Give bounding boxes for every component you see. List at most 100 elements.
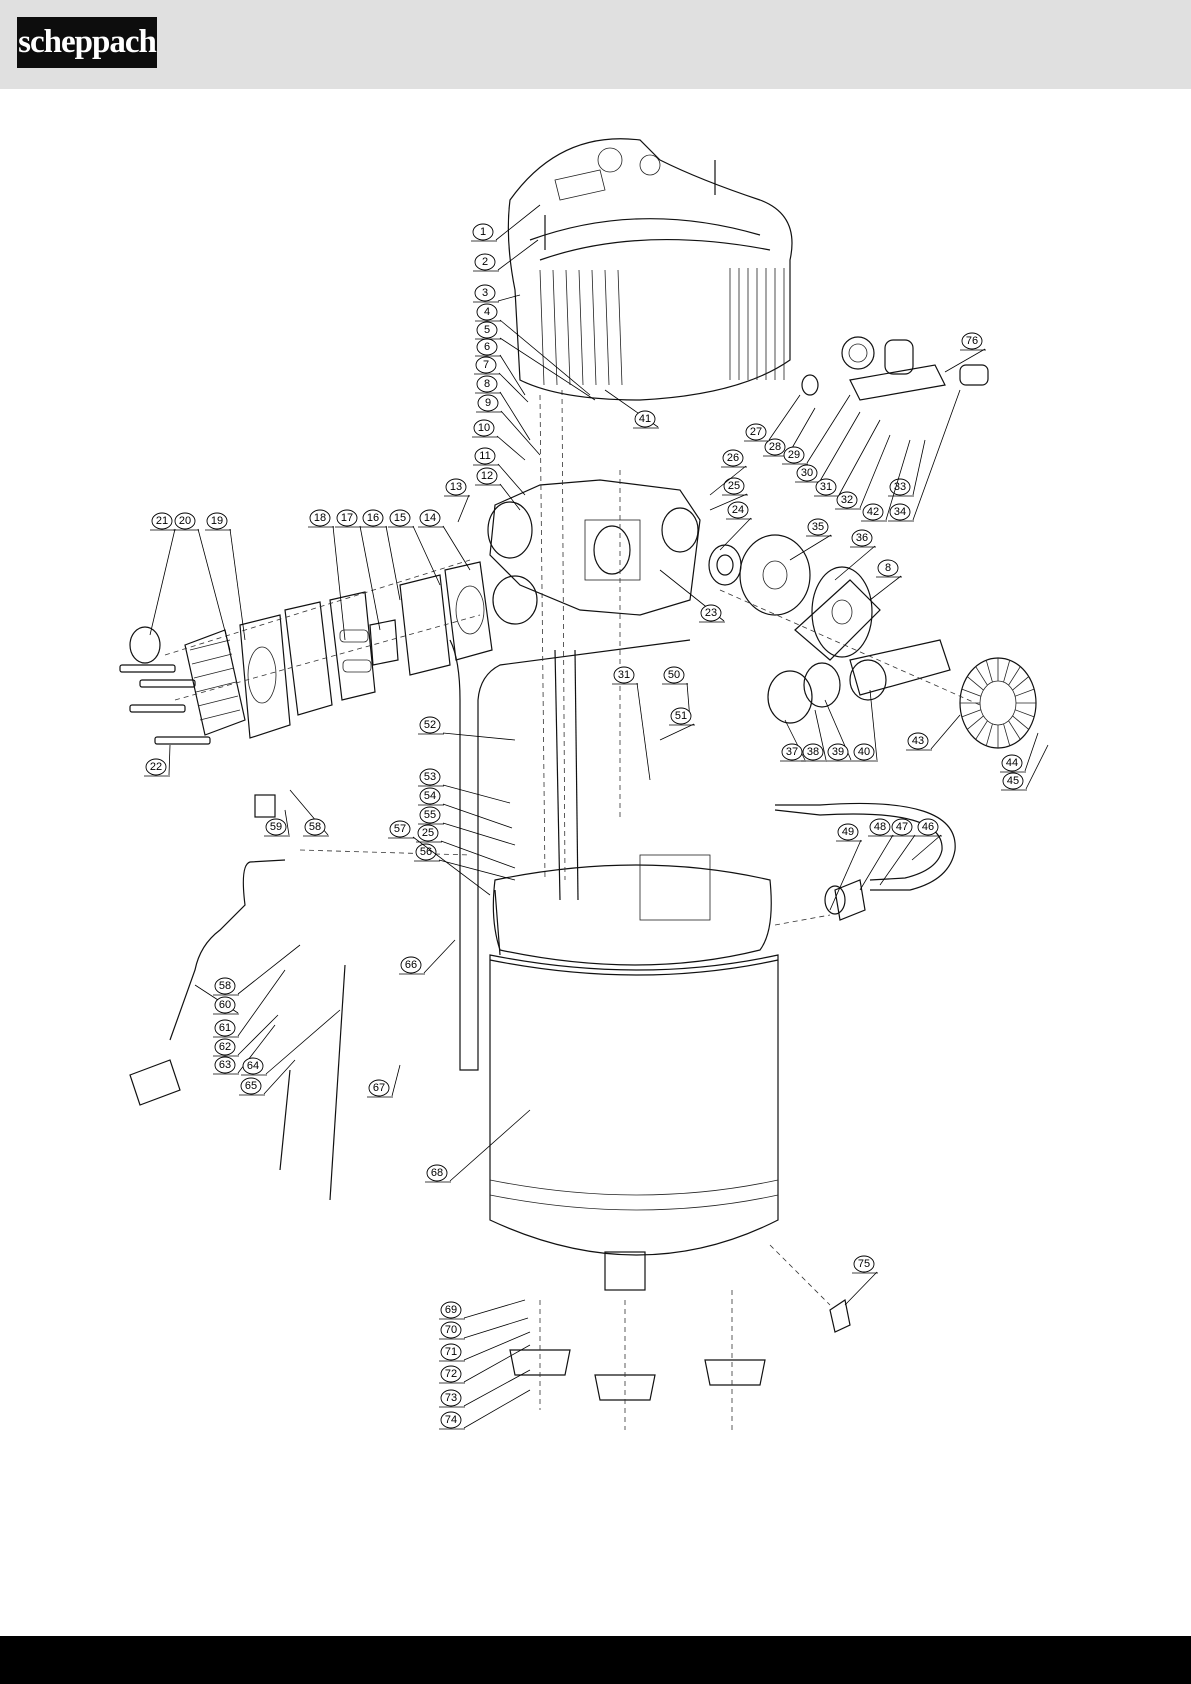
callout-label: 69 [445,1304,457,1316]
callout-label: 6 [484,341,490,353]
callout-label: 17 [341,512,353,524]
callout-leader [720,518,751,550]
callout-label: 47 [896,821,908,833]
callout-leader [266,1010,340,1074]
callout-leader [458,495,469,522]
callout-label: 24 [732,504,744,516]
callout-leader [912,835,941,860]
callout-label: 1 [480,226,486,238]
callout-39: 39 [825,700,852,761]
callout-14: 14 [418,510,470,570]
callout-leader [238,945,300,994]
air-tank [490,955,778,1290]
callout-3: 3 [473,285,520,302]
callout-label: 20 [179,515,191,527]
rubber-feet [510,1350,765,1400]
callout-label: 58 [219,980,231,992]
callout-label: 7 [483,359,489,371]
callout-leader [424,940,455,973]
callout-label: 25 [422,827,434,839]
callout-44: 44 [1000,733,1038,772]
callout-leader [464,1370,530,1406]
callout-leader [464,1318,528,1338]
callout-label: 9 [485,397,491,409]
callout-label: 34 [894,506,906,518]
callout-label: 37 [786,746,798,758]
callout-leader [820,412,860,481]
callout-leader [230,529,245,640]
motor-housing [488,480,741,615]
callout-label: 75 [858,1258,870,1270]
callout-label: 31 [820,481,832,493]
callout-leader [870,576,901,600]
callout-58: 58 [290,790,329,836]
callout-leader [443,823,515,845]
callout-label: 23 [705,607,717,619]
callout-leader [637,683,650,780]
callout-label: 56 [420,846,432,858]
callout-31: 31 [814,420,880,496]
callout-leader [913,390,960,520]
callout-leader [285,810,289,835]
callout-label: 64 [247,1060,259,1072]
callout-leader [860,835,893,890]
callout-label: 68 [431,1167,443,1179]
callout-leader [443,733,515,740]
callout-label: 28 [769,441,781,453]
callout-label: 40 [858,746,870,758]
page-footer [0,1636,1191,1684]
callout-label: 19 [211,515,223,527]
callout-label: 54 [424,790,436,802]
callout-label: 55 [424,809,436,821]
callout-label: 73 [445,1392,457,1404]
callout-label: 62 [219,1041,231,1053]
callout-label: 53 [424,771,436,783]
callout-leader [464,1345,530,1382]
callout-label: 21 [156,515,168,527]
outlet-hose [775,803,955,1332]
callout-52: 52 [418,717,515,740]
callout-label: 43 [912,735,924,747]
callout-leader [1026,745,1048,789]
callout-leader [500,320,590,395]
callout-label: 13 [450,481,462,493]
part-number-callouts: 1234567891011121314151617181920212223242… [144,205,1048,1429]
assembly-guide-lines [165,390,980,1430]
callout-leader [333,526,345,640]
callout-label: 29 [788,449,800,461]
callout-label: 76 [966,335,978,347]
callout-37: 37 [780,720,806,761]
callout-label: 25 [728,480,740,492]
callout-label: 27 [750,426,762,438]
top-cover [508,139,792,400]
callout-33: 33 [888,440,925,496]
callout-label: 2 [482,256,488,268]
callout-label: 22 [150,761,162,773]
callout-leader [198,529,230,650]
callout-36: 36 [835,530,876,580]
callout-20: 20 [173,513,230,650]
callout-67: 67 [367,1065,400,1097]
callout-leader [500,484,520,510]
callout-70: 70 [439,1318,528,1339]
callout-leader [238,1015,278,1055]
callout-leader [498,464,525,495]
callout-24: 24 [720,502,752,550]
callout-leader [1025,733,1038,771]
callout-8: 8 [870,560,902,600]
callout-label: 72 [445,1368,457,1380]
callout-leader [386,526,400,600]
callout-30: 30 [795,412,860,482]
callout-label: 45 [1007,775,1019,787]
callout-2: 2 [473,240,538,271]
callout-43: 43 [906,715,960,750]
callout-46: 46 [912,819,942,860]
callout-label: 16 [367,512,379,524]
callout-66: 66 [399,940,455,974]
callout-label: 65 [245,1080,257,1092]
callout-leader [880,835,915,885]
callout-label: 8 [484,378,490,390]
callout-leader [497,436,525,460]
callout-51: 51 [660,708,695,740]
callout-leader [945,349,985,372]
